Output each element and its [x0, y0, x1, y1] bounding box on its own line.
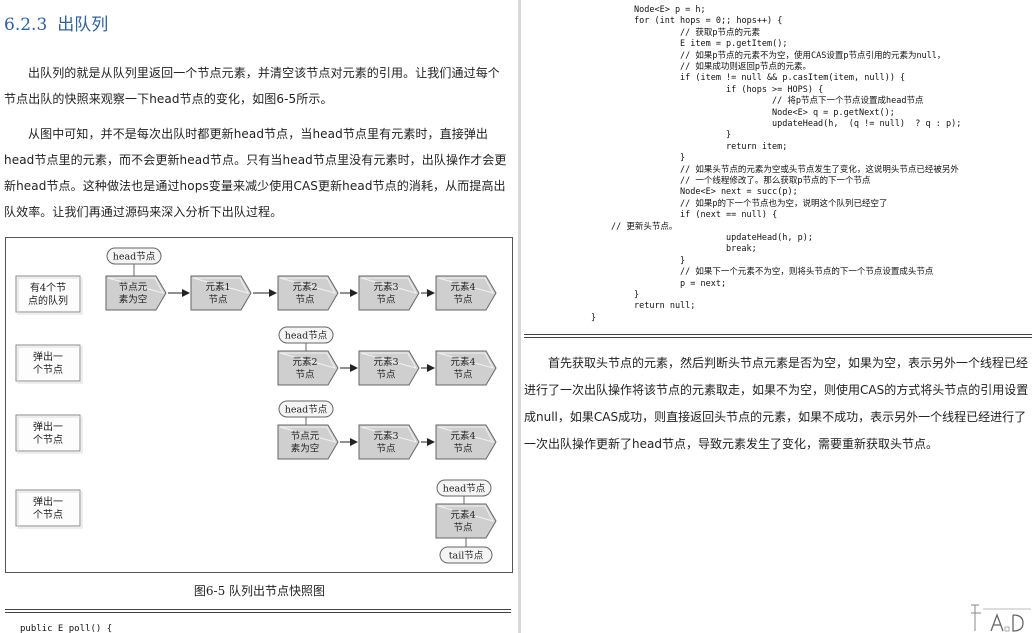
code-line: return null;	[634, 301, 696, 312]
step-box-label: 弹出一个节点	[33, 495, 63, 521]
paragraph-intro: 出队列的就是从队列里返回一个节点元素，并清空该节点对元素的引用。让我们通过每个节…	[4, 66, 500, 106]
code-line: }	[680, 255, 686, 266]
step-box-shadow	[17, 491, 83, 529]
queue-node-label: 节点元素为空	[119, 282, 148, 306]
head-pointer-label: head节点	[285, 331, 328, 342]
code-line: // 更新头节点。	[611, 221, 678, 232]
queue-node-highlight	[437, 352, 494, 369]
queue-node-highlight	[437, 277, 494, 294]
code-line: break;	[726, 244, 757, 255]
queue-node-shape	[435, 424, 497, 460]
code-line: }	[726, 130, 732, 141]
paragraph-analysis: 首先获取头节点的元素，然后判断头节点元素是否为空，如果为空，表示另外一个线程已经…	[524, 356, 1029, 451]
tail-pointer-label: tail节点	[449, 551, 484, 562]
step-box-shape	[15, 344, 81, 382]
queue-node-highlight	[360, 426, 417, 443]
step-box-shape	[15, 275, 81, 313]
head-pointer-label: head节点	[113, 252, 156, 263]
code-line: }	[634, 290, 640, 300]
code-block: Node<E> p = h;for (int hops = 0;; hops++…	[521, 2, 1035, 328]
code-line: // 一个线程修改了。那么获取p节点的下一个节点	[680, 176, 871, 186]
code-line: return item;	[726, 141, 788, 152]
section-number: 6.2.3	[4, 15, 48, 35]
queue-node-highlight	[279, 277, 336, 294]
code-line: Node<E> next = succ(p);	[680, 187, 798, 198]
code-line: // 如果头节点的元素为空或头节点发生了变化，这说明头节点已经被另外	[680, 164, 959, 175]
figure-caption: 图6-5 队列出节点快照图	[193, 584, 326, 598]
queue-node-shape	[277, 275, 339, 311]
step-box-label: 有4个节点的队列	[28, 281, 68, 307]
code-line: E item = p.getItem();	[680, 39, 788, 50]
code-line: // 如果p的下一个节点也为空，说明这个队列已经空了	[680, 198, 888, 209]
code-line: // 将p节点下一个节点设置成head节点	[772, 96, 924, 107]
queue-node-highlight	[437, 505, 494, 522]
queue-node-highlight	[279, 426, 336, 443]
code-line: if (item != null && p.casItem(item, null…	[680, 73, 906, 84]
code-poll-signature: public E poll() {	[20, 624, 113, 633]
head-pointer-label: head节点	[443, 484, 486, 495]
code-line: p = next;	[680, 278, 727, 289]
left-page: 6.2.3 出队列 出队列的就是从队列里返回一个节点元素，并清空该节点对元素的引用…	[4, 10, 513, 633]
step-box-shadow	[17, 416, 83, 454]
queue-node-shape	[435, 503, 497, 539]
code-line: if (next == null) {	[680, 210, 778, 221]
code-line: for (int hops = 0;; hops++) {	[634, 16, 783, 27]
step-box-shape	[15, 414, 81, 452]
queue-node-shape	[190, 275, 252, 311]
code-line: if (hops >= HOPS) {	[726, 84, 824, 95]
page-corner-logo	[971, 604, 1031, 632]
code-line: // 如果p节点的元素不为空，使用CAS设置p节点引用的元素为null，	[680, 50, 946, 61]
code-line: Node<E> q = p.getNext();	[772, 107, 895, 118]
queue-node-shape	[435, 350, 497, 386]
queue-node-highlight	[437, 426, 494, 443]
step-box-shadow	[17, 277, 83, 315]
step-box-shape	[15, 489, 81, 527]
queue-node-shape	[358, 424, 420, 460]
head-pointer-label: head节点	[285, 405, 328, 416]
code-bottom-rule	[524, 334, 1032, 338]
step-box-label: 弹出一个节点	[33, 350, 63, 376]
right-page: Node<E> p = h;for (int hops = 0;; hops++…	[521, 0, 1035, 633]
queue-node-shape	[277, 350, 339, 386]
page-gutter	[518, 0, 521, 633]
code-line: }	[591, 312, 597, 323]
code-line: // 获取p节点的元素	[680, 27, 760, 38]
queue-node-shape	[105, 275, 167, 311]
code-line: // 如果下一个元素不为空，则将头节点的下一个节点设置成头节点	[680, 267, 934, 278]
queue-node-shape	[435, 275, 497, 311]
code-line: updateHead(h, (q != null) ? q : p);	[772, 119, 962, 129]
queue-node-highlight	[360, 352, 417, 369]
code-line: updateHead(h, p);	[726, 233, 813, 243]
queue-node-highlight	[107, 277, 164, 294]
code-line: }	[680, 153, 686, 164]
queue-node-shape	[358, 275, 420, 311]
step-box-label: 弹出一个节点	[33, 420, 63, 446]
queue-node-label: 节点元素为空	[291, 431, 320, 455]
code-line: Node<E> p = h;	[634, 5, 706, 15]
queue-node-highlight	[360, 277, 417, 294]
section-title: 出队列	[57, 15, 109, 35]
step-box-shadow	[17, 346, 83, 384]
queue-node-shape	[277, 424, 339, 460]
section-heading: 6.2.3 出队列	[4, 10, 108, 35]
queue-node-shape	[358, 350, 420, 386]
queue-node-highlight	[192, 277, 249, 294]
paragraph-explanation: 从图中可知，并不是每次出队时都更新head节点，当head节点里有元素时，直接弹…	[4, 127, 507, 219]
code-top-rule	[5, 609, 511, 613]
queue-node-highlight	[279, 352, 336, 369]
code-line: // 如果成功则返回p节点的元素。	[680, 62, 811, 72]
